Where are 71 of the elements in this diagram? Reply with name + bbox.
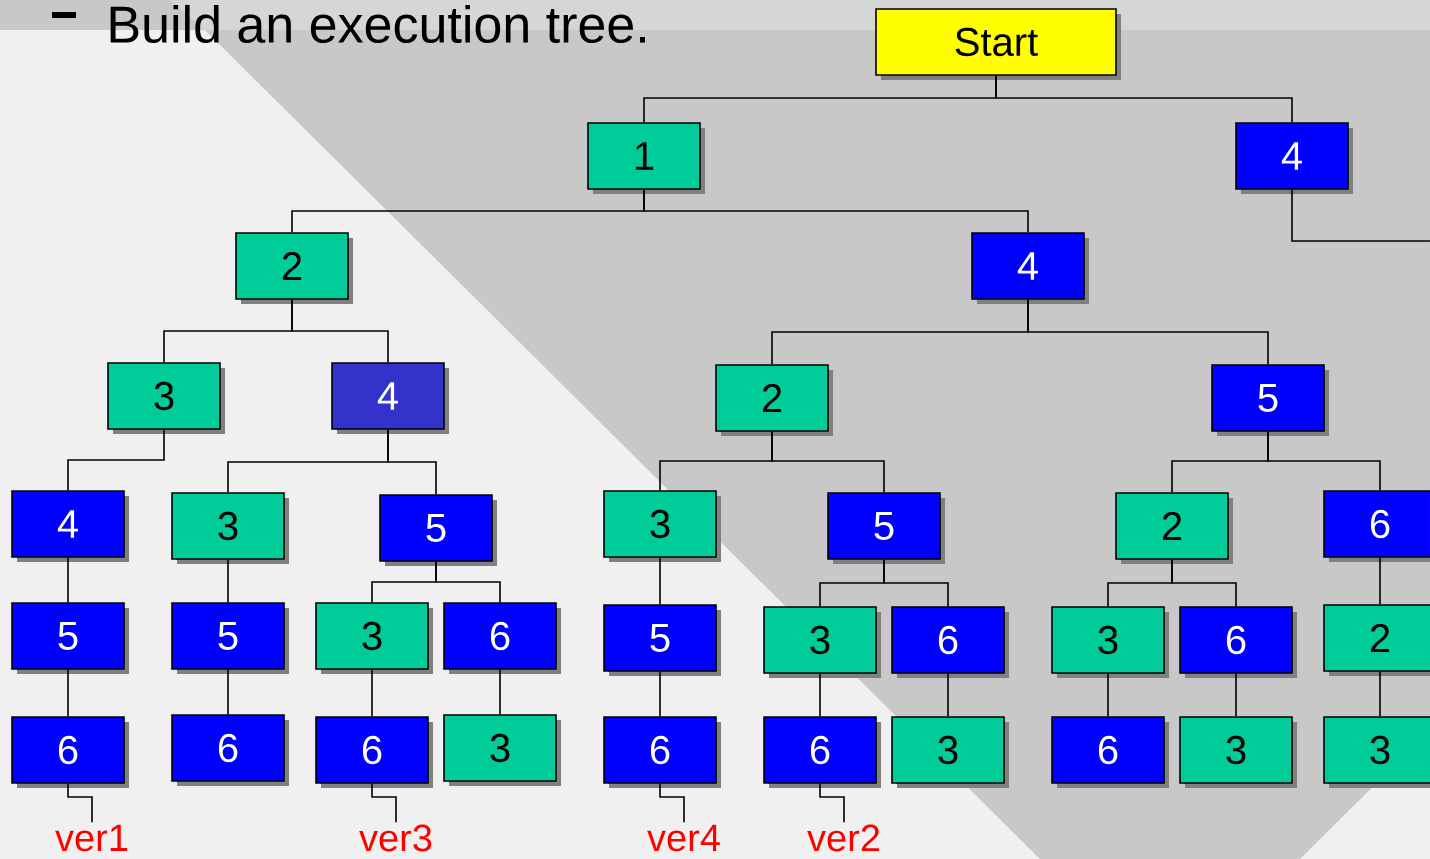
tree-node-box: 6	[315, 716, 433, 788]
connector	[67, 669, 69, 717]
tree-node-box: 2	[235, 232, 353, 304]
tree-node-box: 3	[1323, 716, 1430, 788]
tree-node-box: 3	[171, 492, 289, 564]
connector	[1379, 671, 1381, 717]
connector	[387, 429, 437, 495]
tree-node-box: 6	[171, 714, 289, 786]
connector	[659, 671, 661, 717]
tree-node-box: 3	[315, 602, 433, 674]
connector	[67, 557, 69, 603]
tree-node-box: 3	[603, 490, 721, 562]
tree-node-box: 1	[587, 122, 705, 194]
tree-node-box: 6	[11, 716, 129, 788]
connector	[371, 783, 397, 823]
version-label: ver3	[359, 824, 432, 852]
connector	[883, 559, 949, 607]
tree-node-box: 3	[1051, 606, 1169, 678]
connector	[659, 783, 685, 824]
tree-node-box: 6	[891, 606, 1009, 678]
connector	[435, 561, 501, 603]
tree-node-box: 4	[971, 232, 1089, 304]
tree-node-box: 5	[171, 602, 289, 674]
tree-node-box: 5	[11, 602, 129, 674]
connector	[499, 669, 501, 715]
connector	[1235, 673, 1237, 717]
title: Build an execution tree.	[110, 4, 645, 44]
tree-node-box: 2	[715, 364, 833, 436]
tree-node-box: 5	[827, 492, 945, 564]
tree-node-box: 5	[379, 494, 497, 566]
start-box: Start	[875, 8, 1121, 80]
connector	[819, 783, 845, 823]
connector	[227, 559, 229, 603]
tree-node-box: 6	[1179, 606, 1297, 678]
tree-node-box: 2	[1323, 604, 1430, 676]
tree-node-box: 3	[107, 362, 225, 434]
connector	[227, 669, 229, 715]
tree-node-box: 6	[1323, 490, 1430, 562]
tree-node-box: 4	[11, 490, 129, 562]
connector	[1267, 431, 1381, 491]
connector	[1027, 299, 1269, 365]
connector	[1379, 557, 1381, 605]
tree-node-box: 4	[331, 362, 449, 434]
connector	[67, 783, 93, 824]
version-label: ver2	[807, 824, 880, 852]
tree-node-box: 4	[1235, 122, 1353, 194]
connector	[1291, 189, 1430, 242]
tree-node-box: 3	[1179, 716, 1297, 788]
tree-node-box: 6	[1051, 716, 1169, 788]
tree-node-box: 5	[1211, 364, 1329, 436]
tree-node-box: 6	[763, 716, 881, 788]
connector	[291, 299, 389, 363]
connector	[659, 557, 661, 605]
tree-node-box: 5	[603, 604, 721, 676]
connector	[1171, 559, 1237, 607]
connector	[1107, 673, 1109, 717]
version-label: ver4	[647, 824, 720, 852]
tree-node-box: 6	[603, 716, 721, 788]
tree-node-box: 6	[443, 602, 561, 674]
tree-node-box: 3	[443, 714, 561, 786]
connector	[995, 75, 1293, 123]
connector	[947, 673, 949, 717]
connector	[771, 431, 885, 493]
connector	[67, 429, 165, 491]
connector	[643, 189, 1029, 233]
tree-node-box: 3	[763, 606, 881, 678]
connector	[371, 669, 373, 717]
version-label: ver1	[55, 824, 128, 852]
tree-node-box: 3	[891, 716, 1009, 788]
connector	[819, 673, 821, 717]
tree-node-box: 2	[1115, 492, 1233, 564]
